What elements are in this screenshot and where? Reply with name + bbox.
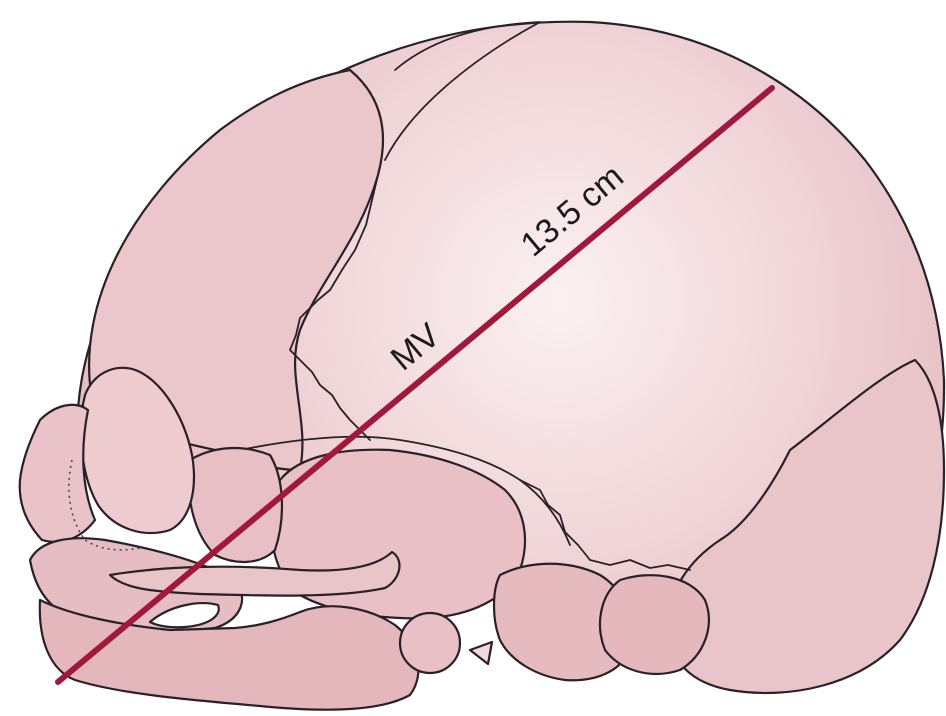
nasal-bones	[20, 405, 95, 542]
occipital-condyle	[470, 642, 492, 664]
occipital-lower-left	[600, 575, 709, 674]
external-auditory-meatus	[400, 613, 460, 673]
